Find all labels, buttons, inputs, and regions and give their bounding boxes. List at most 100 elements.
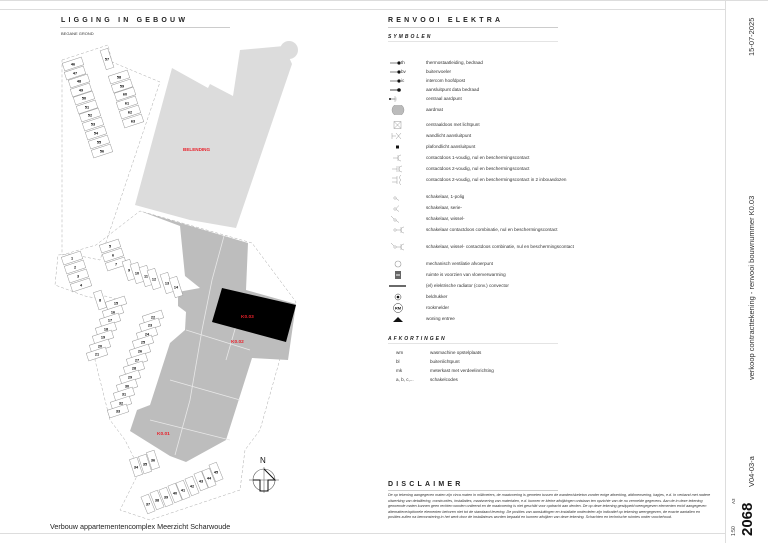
switch-1-icon [393, 196, 400, 201]
legend-code: th [401, 60, 405, 65]
parking-number: 23 [148, 323, 152, 327]
abbreviation-meaning: buitenlichtpunt [430, 359, 460, 364]
buitenvoeler-icon [390, 70, 401, 74]
parking-number: 11 [144, 274, 148, 278]
parking-number: 48 [77, 79, 81, 83]
floor-heating-icon [395, 271, 401, 279]
parking-number: 21 [95, 352, 99, 356]
location-title-underline [60, 27, 230, 28]
legend-label: schakelaar contactdoos combinatie, nul e… [426, 227, 558, 232]
parking-space: 12 [146, 267, 162, 291]
abbreviation: mk [396, 368, 403, 373]
parking-space: 58 [107, 69, 131, 85]
parking-number: 16 [111, 310, 115, 314]
switch-socket-icon [393, 226, 405, 234]
parking-space: 40 [167, 482, 183, 504]
parking-number: 45 [214, 470, 218, 474]
parking-number: 20 [98, 344, 102, 348]
parking-space: 14 [168, 275, 184, 299]
wall-light-icon [391, 132, 402, 140]
legend-label: buitenvoeler [426, 69, 452, 74]
parking-number: 4 [80, 283, 83, 287]
parking-number: 1 [71, 256, 73, 260]
abbreviations-header: AFKORTINGEN [388, 336, 447, 342]
thermostat-icon [390, 61, 401, 65]
parking-number: 44 [207, 476, 212, 480]
legend-label: contactdoos 2-voudig, nul en bescherming… [426, 166, 530, 171]
legend-label: ruimte is voorzien van vloerverwarming [426, 272, 506, 277]
drawing-code: V04-03-a [747, 456, 756, 487]
unit-k003 [212, 288, 296, 342]
parking-number: 37 [146, 502, 150, 506]
parking-space: 44 [201, 467, 217, 489]
complex-building [130, 211, 296, 462]
parking-number: 18 [104, 327, 108, 331]
parking-space: 49 [69, 82, 93, 98]
parking-number: 63 [131, 119, 135, 123]
parking-space: 1 [60, 250, 84, 266]
legend-label: rookmelder [426, 305, 449, 310]
legend-label: woning entree [426, 316, 455, 321]
legend-label: plafondlicht aansluitpunt [426, 144, 476, 149]
parking-number: 36 [151, 458, 155, 462]
parking-number: 33 [116, 409, 120, 413]
legend-label: aansluitpunt data bedraad [426, 87, 480, 92]
drawing-description: verkoop contracttekening - renvooi bouwn… [747, 195, 756, 380]
legend-code: ic [401, 78, 405, 83]
parking-number: 56 [100, 149, 104, 153]
earth-point-icon [389, 96, 397, 102]
switch-wissel-socket-icon [390, 242, 405, 251]
parking-space: 42 [184, 475, 200, 497]
abbreviation: bl [396, 359, 400, 364]
legend-label: beldrukker [426, 294, 448, 299]
project-number: 2068 [739, 502, 756, 536]
parking-space: 51 [75, 99, 99, 115]
parking-space: 35 [138, 453, 152, 475]
socket-2-split-icon [392, 175, 402, 185]
parking-space: 39 [158, 486, 174, 508]
legend-label: schakelaar, wissel- contactdoos combinat… [426, 244, 574, 249]
legend-code: bv [401, 69, 406, 74]
parking-space: 46 [61, 56, 85, 72]
parking-number: 43 [199, 479, 203, 483]
parking-space: 56 [90, 143, 114, 159]
parking-number: 30 [125, 384, 129, 388]
unit-label-k002: K0.02 [231, 339, 244, 345]
parking-space: 43 [193, 470, 209, 492]
legend-label: wandlicht aansluitpunt [426, 133, 472, 138]
parking-spaces: 1234567891011121314151617181920212223242… [60, 47, 224, 515]
parking-space: 47 [63, 65, 87, 81]
scale: 1:50 [731, 526, 737, 536]
bottom-border [0, 533, 725, 534]
parking-number: 49 [79, 88, 83, 92]
abbreviation-meaning: wasmachine opstelplaats [430, 350, 482, 355]
symbols-header: SYMBOLEN [388, 34, 433, 40]
parking-number: 61 [125, 101, 129, 105]
parking-number: 8 [99, 298, 101, 302]
parking-number: 58 [117, 75, 121, 79]
neighbour-label: BELENDING [183, 147, 210, 152]
north-label: N [260, 456, 266, 465]
abbreviations-underline [388, 343, 558, 344]
legend-label: thermostaatleiding, bedraad [426, 60, 483, 65]
parking-space: 55 [87, 134, 111, 150]
top-border [0, 0, 768, 1]
neighbour-building-round [280, 41, 298, 59]
parking-space: 59 [110, 78, 134, 94]
parking-space: 37 [140, 493, 156, 515]
legend-label: mechanisch ventilatie afvoerpunt [426, 261, 493, 266]
legend-label: schakelaar, 1-polig [426, 194, 465, 199]
parking-number: 5 [109, 244, 111, 248]
parking-number: 19 [101, 335, 105, 339]
legend-label: (el) elektrische radiator (conv.) convec… [426, 283, 509, 288]
parking-number: 26 [138, 349, 142, 353]
parking-number: 50 [82, 96, 86, 100]
parking-space: 45 [208, 461, 224, 483]
legend-label: aardmat [426, 107, 443, 112]
parking-number: 41 [181, 488, 185, 492]
abbreviation-item: bl buitenlichtpunt [396, 359, 460, 364]
ventilation-icon [394, 260, 402, 268]
parking-number: 2 [74, 265, 76, 269]
parking-space: 41 [175, 479, 191, 501]
legend-label: contactdoos 1-voudig, nul en bescherming… [426, 155, 530, 160]
